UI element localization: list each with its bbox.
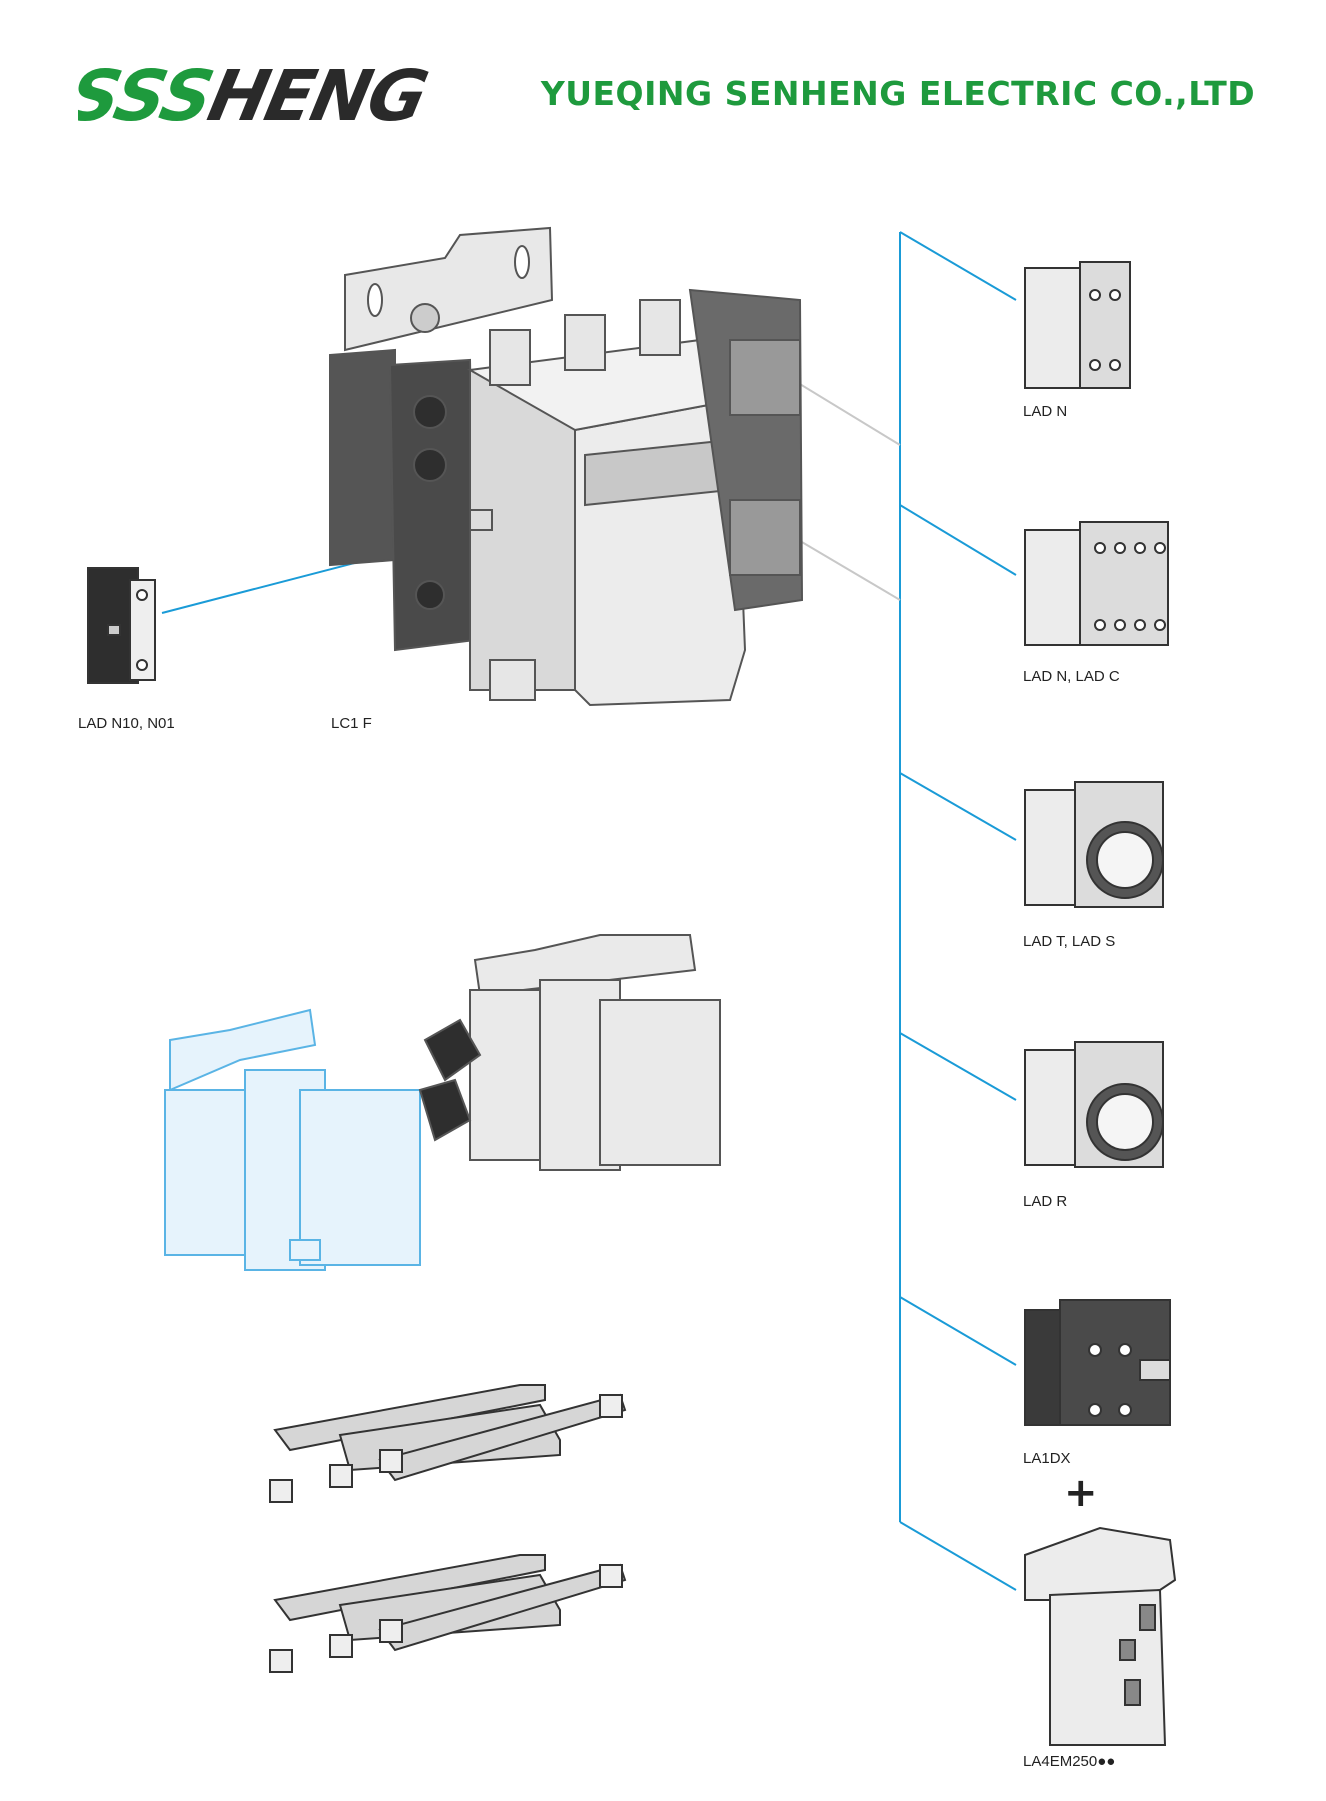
- label-lc1f: LC1 F: [331, 715, 372, 732]
- label-lad-t-lad-s: LAD T, LAD S: [1023, 933, 1116, 950]
- la1dx-drawing: [1024, 1299, 1171, 1426]
- busbar-links-drawing: [269, 1384, 627, 1673]
- label-la1dx: LA1DX: [1023, 1450, 1071, 1467]
- label-la4em250: LA4EM250●●: [1023, 1753, 1116, 1770]
- lad-r-drawing: [1024, 1041, 1164, 1168]
- company-logo: SSSHENG: [78, 58, 433, 128]
- label-lad-n-lad-c: LAD N, LAD C: [1023, 668, 1120, 685]
- reversing-assembly-drawing: [164, 934, 721, 1271]
- plus-sign: +: [1064, 1470, 1098, 1516]
- contactor-lc1f-drawing: [329, 226, 804, 707]
- lad-t-s-drawing: [1024, 781, 1164, 908]
- svg-text:SSSHENG: SSSHENG: [78, 58, 433, 128]
- label-lad-n10-n01: LAD N10, N01: [78, 715, 175, 732]
- company-name: YUEQING SENHENG ELECTRIC CO.,LTD: [540, 74, 1256, 113]
- label-lad-r: LAD R: [1023, 1193, 1068, 1210]
- la4em-drawing: [1024, 1526, 1177, 1746]
- connector-lines: [161, 231, 1017, 1591]
- lad-n-c-drawing: [1024, 521, 1169, 646]
- lad-n10-drawing: [87, 567, 156, 684]
- lad-n-drawing: [1024, 261, 1131, 389]
- label-lad-n: LAD N: [1023, 403, 1068, 420]
